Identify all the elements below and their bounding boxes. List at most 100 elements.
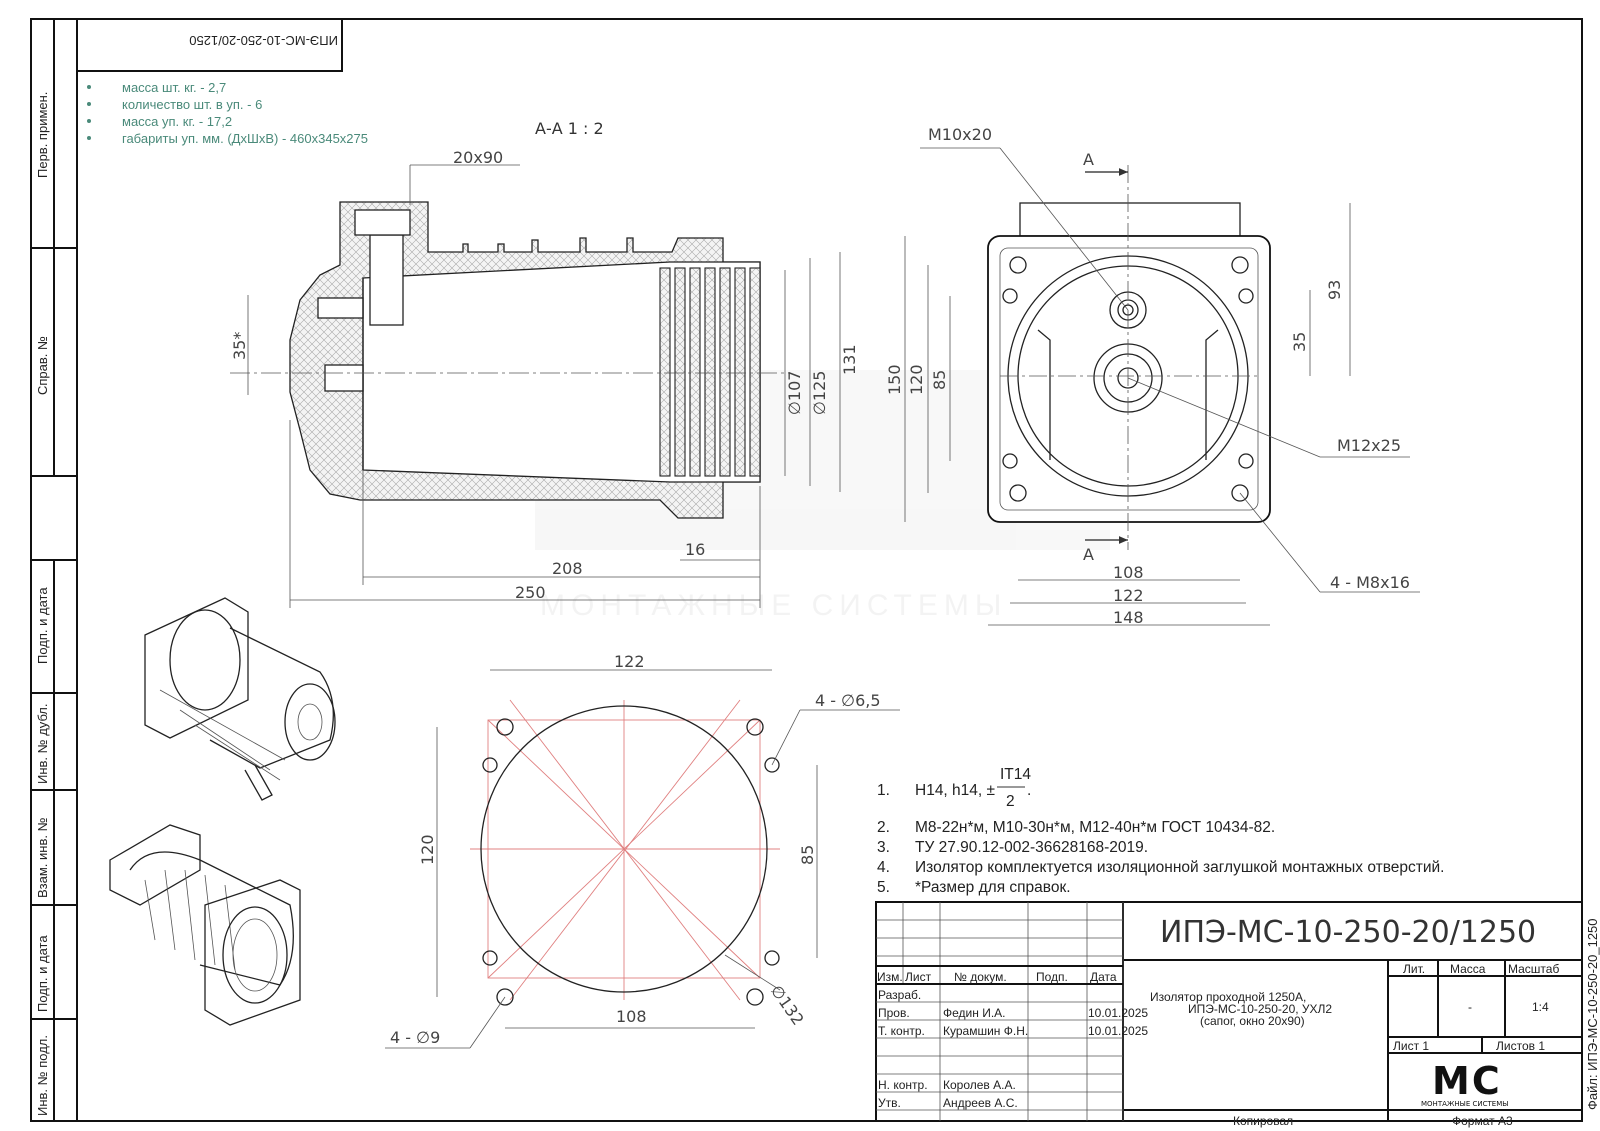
tb-date-row-1: 10.01.2025	[1088, 1006, 1148, 1020]
note-3-num: 3.	[877, 839, 890, 856]
dim-h150: 150	[885, 364, 904, 395]
mount-circle: ∅132	[767, 981, 808, 1028]
label-holes: 4 - М8х16	[1330, 573, 1410, 592]
tb-date-row-2: 10.01.2025	[1088, 1024, 1148, 1038]
spec-pack-mass: масса уп. кг. - 17,2	[122, 114, 232, 129]
side-frame-labels: Перв. примен. Справ. № Подп. и дата Инв.…	[35, 92, 1600, 1116]
dim-131: 131	[840, 344, 859, 375]
mount-dim-w108: 108	[616, 1007, 647, 1026]
code-box	[76, 18, 343, 72]
iso-view-bottom	[109, 824, 301, 1026]
tb-role-0: Разраб.	[878, 988, 921, 1002]
dim-h120: 120	[907, 364, 926, 395]
tb-listov: Листов 1	[1496, 1039, 1545, 1053]
tb-name-row-5: Андреев А.С.	[943, 1096, 1018, 1110]
dim-h93: 93	[1325, 280, 1344, 300]
note-4-num: 4.	[877, 859, 890, 876]
tb-role-2: Т. контр.	[878, 1024, 925, 1038]
tb-list: Лист 1	[1393, 1039, 1429, 1053]
mounting-view: 122 108 120 85 4 - ∅6,5 4 - ∅9 ∅132	[385, 652, 900, 1049]
note-1-num: 1.	[877, 782, 890, 799]
tb-massa-val: -	[1468, 1000, 1472, 1014]
tb-role-1: Пров.	[878, 1006, 910, 1020]
tb-h-data: Дата	[1090, 970, 1117, 984]
dim-d107: ∅107	[785, 371, 804, 415]
tb-designation: ИПЭ-МС-10-250-20/1250	[1160, 915, 1536, 950]
section-view: А-А 1 : 2 20х90 35* ∅107	[230, 119, 859, 608]
mount-dim-w122: 122	[614, 652, 645, 671]
mount-big-holes: 4 - ∅9	[390, 1028, 440, 1047]
watermark-text: МОНТАЖНЫЕ СИСТЕМЫ	[540, 589, 1007, 622]
dim-16: 16	[685, 540, 705, 559]
tb-kopiroval: Копировал	[1233, 1114, 1293, 1128]
dim-35-ref: 35*	[230, 332, 249, 360]
dim-w108: 108	[1113, 563, 1144, 582]
file-label: Файл: ИПЭ-МС-10-250-20_1250	[1585, 918, 1600, 1110]
section-ribs	[659, 267, 761, 477]
tb-role-5: Утв.	[878, 1096, 901, 1110]
side-label-vzam: Взам. инв. №	[35, 817, 50, 898]
section-mark-top: А	[1083, 150, 1094, 169]
mount-small-holes: 4 - ∅6,5	[815, 691, 881, 710]
side-label-inv-podl: Инв. № подл.	[35, 1035, 50, 1116]
sheet-frame	[76, 18, 1583, 1122]
spec-dims: габариты уп. мм. (ДхШхВ) - 460х345х275	[122, 131, 368, 146]
logo-text: МС	[1432, 1059, 1502, 1103]
spec-list: масса шт. кг. - 2,7 количество шт. в уп.…	[87, 80, 368, 146]
mount-dim-h120: 120	[418, 834, 437, 865]
tb-h-podp: Подп.	[1036, 970, 1068, 984]
tb-name-3: (сапог, окно 20х90)	[1200, 1014, 1305, 1028]
tb-massa: Масса	[1450, 962, 1486, 976]
front-view: А А М10х20 М12х25 4 - М8х16 150 120 85 9…	[885, 125, 1420, 627]
tb-name-1: Изолятор проходной 1250А,	[1150, 990, 1306, 1004]
spec-qty: количество шт. в уп. - 6	[122, 97, 262, 112]
note-2-text: М8-22н*м, М10-30н*м, М12-40н*м ГОСТ 1043…	[915, 819, 1275, 836]
spec-mass: масса шт. кг. - 2,7	[122, 80, 226, 95]
label-m10: М10х20	[928, 125, 992, 144]
section-title: А-А 1 : 2	[535, 119, 604, 138]
tb-lit: Лит.	[1403, 962, 1425, 976]
front-holes	[1002, 256, 1254, 502]
dim-208: 208	[552, 559, 583, 578]
tb-name-row-4: Королев А.А.	[943, 1078, 1016, 1092]
tb-name-row-1: Федин И.А.	[943, 1006, 1006, 1020]
tb-h-izm: Изм.	[877, 970, 903, 984]
note-1-pre: H14, h14, ±	[915, 782, 996, 799]
mount-dim-h85: 85	[798, 845, 817, 865]
mirrored-code: ИПЭ-МС-10-250-20/1250	[189, 33, 338, 48]
section-mark-bottom: А	[1083, 545, 1094, 564]
title-block: ИПЭ-МС-10-250-20/1250 Изолятор проходной…	[875, 901, 1583, 1128]
note-3-text: ТУ 27.90.12-002-36628168-2019.	[915, 839, 1148, 856]
side-label-podp-2: Подп. и дата	[35, 935, 50, 1012]
side-label-perv: Перв. примен.	[35, 92, 50, 178]
side-label-inv-dubl: Инв. № дубл.	[35, 703, 50, 784]
note-1-frac-bottom: 2	[1006, 793, 1015, 810]
note-1-post: .	[1027, 782, 1031, 799]
tb-h-doc: № докум.	[954, 970, 1007, 984]
tb-format: Формат А3	[1452, 1114, 1513, 1128]
logo-subtitle: МОНТАЖНЫЕ СИСТЕМЫ	[1421, 1100, 1508, 1108]
tb-masshtab: Масштаб	[1508, 962, 1559, 976]
tb-name-row-2: Курамшин Ф.Н.	[943, 1024, 1028, 1038]
iso-view-top	[144, 597, 336, 801]
dim-w148: 148	[1113, 608, 1144, 627]
dim-w122: 122	[1113, 586, 1144, 605]
side-label-podp-1: Подп. и дата	[35, 587, 50, 664]
tb-masshtab-val: 1:4	[1532, 1000, 1549, 1014]
dim-h85: 85	[930, 370, 949, 390]
note-4-text: Изолятор комплектуется изоляционной загл…	[915, 859, 1444, 876]
note-5-num: 5.	[877, 879, 890, 896]
note-2-num: 2.	[877, 819, 890, 836]
tb-h-list: Лист	[905, 970, 932, 984]
tb-name-2: ИПЭ-МС-10-250-20, УХЛ2	[1188, 1002, 1332, 1016]
note-1-frac-top: IT14	[1000, 766, 1031, 783]
tb-role-4: Н. контр.	[878, 1078, 928, 1092]
note-5-text: *Размер для справок.	[915, 879, 1071, 896]
label-m12: М12х25	[1337, 436, 1401, 455]
dim-window: 20х90	[453, 148, 503, 167]
notes: 1. H14, h14, ± IT14 2 . 2. М8-22н*м, М10…	[877, 766, 1444, 896]
mounting-holes	[482, 718, 780, 1006]
side-label-sprav: Справ. №	[35, 336, 50, 395]
dim-d125: ∅125	[810, 371, 829, 415]
